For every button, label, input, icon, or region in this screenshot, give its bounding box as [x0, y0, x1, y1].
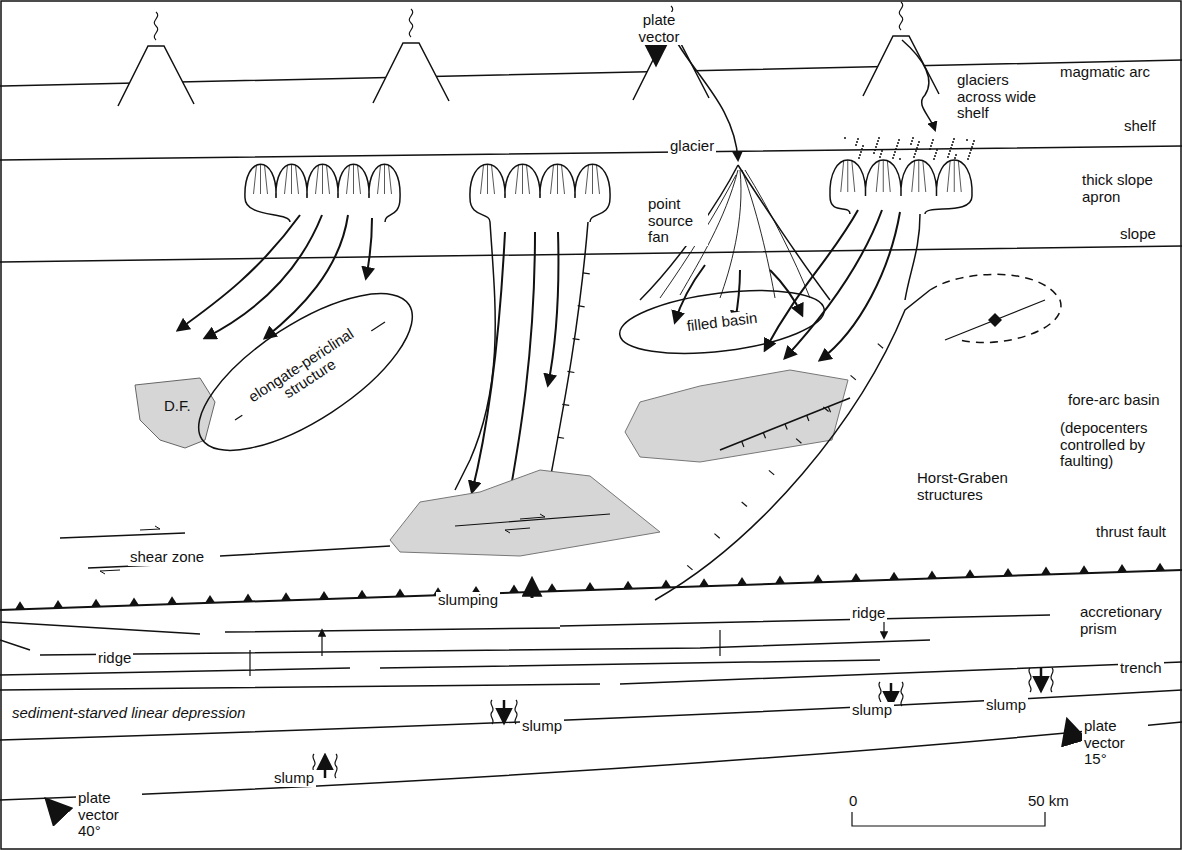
map-label: ridge: [850, 605, 887, 622]
map-label: slope: [1118, 226, 1158, 243]
map-label: plate vector 40°: [76, 790, 142, 840]
map-label: D.F.: [162, 398, 193, 415]
ellipse-region: elongate-periclinal structure: [173, 262, 438, 483]
map-label: glaciers across wide shelf: [955, 72, 1051, 122]
map-label: 50 km: [1026, 793, 1071, 810]
region-label: elongate-periclinal structure: [231, 316, 378, 428]
ellipse-region: filled basin: [614, 278, 830, 365]
map-label: 0: [847, 793, 859, 810]
map-label: shear zone: [128, 549, 206, 566]
map-label: plate vector: [626, 12, 692, 45]
map-label: thrust fault: [1094, 524, 1168, 541]
map-label: trench: [1118, 660, 1164, 677]
map-label: slumping: [436, 592, 500, 609]
map-label: plate vector 15°: [1082, 718, 1148, 768]
map-label: fore-arc basin: [1066, 392, 1162, 409]
map-label: glacier: [668, 138, 716, 155]
map-label: slump: [850, 702, 894, 719]
region-label: filled basin: [684, 309, 760, 335]
map-label: thick slope apron: [1080, 172, 1174, 205]
map-label: shelf: [1122, 118, 1158, 135]
map-label: point source fan: [646, 196, 708, 246]
map-label: slump: [984, 697, 1028, 714]
map-label: ridge: [96, 650, 133, 667]
map-label: sediment-starved linear depression: [10, 705, 247, 722]
map-label: (depocenters controlled by faulting): [1058, 420, 1172, 470]
map-label: slump: [272, 770, 316, 787]
map-label: accretionary prism: [1078, 604, 1178, 637]
map-label: magmatic arc: [1058, 64, 1152, 81]
map-label: Horst-Graben structures: [915, 470, 1029, 503]
map-label: slump: [520, 718, 564, 735]
